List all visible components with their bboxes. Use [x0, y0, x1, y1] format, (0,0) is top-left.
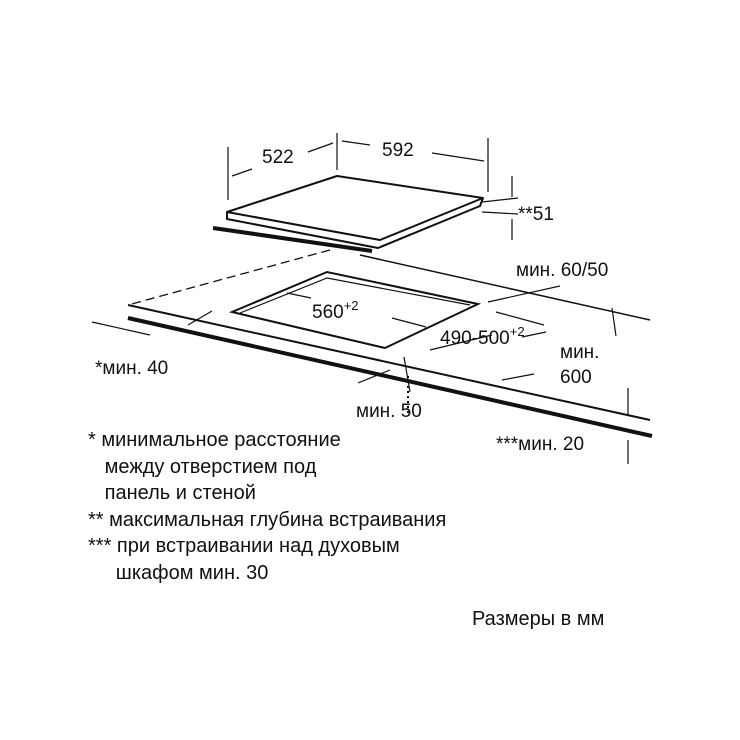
worktop-back-edge	[359, 254, 651, 321]
front-edge-label: мин. 50	[356, 401, 422, 422]
depth-label: 522	[262, 147, 294, 168]
cutout-width-tolerance: +2	[344, 298, 359, 313]
hob-dimensions	[227, 133, 519, 240]
height-label: **51	[518, 204, 554, 225]
footnote-line: *** при встраивании над духовым	[88, 535, 400, 557]
cutout-depth-value: 490-500	[440, 328, 510, 349]
worktop-drawing	[127, 249, 653, 438]
back-clearance-label: мин. 60/50	[516, 260, 608, 281]
footnotes: * минимальное расстояние между отверстие…	[88, 427, 446, 586]
hob-base-edge	[212, 226, 373, 253]
cutout-depth-label: 490-500+2	[440, 324, 525, 349]
worktop-left-dashed-edge	[127, 249, 331, 306]
footnote-line: ** максимальная глубина встраивания	[88, 508, 447, 531]
worktop-front-top-edge	[127, 304, 651, 421]
cutout-inner-edge	[239, 277, 471, 314]
footnote-line: * минимальное расстояние	[88, 429, 341, 451]
hob-drawing	[212, 175, 484, 253]
side-wall-label: *мин. 40	[95, 358, 168, 379]
under-gap-label: ***мин. 20	[496, 434, 584, 455]
cutout-depth-tolerance: +2	[510, 324, 525, 339]
footnote-line: шкафом мин. 30	[88, 561, 269, 584]
front-min-value: 600	[560, 367, 592, 388]
cutout-outline	[228, 270, 482, 350]
hob-thickness-edge	[226, 197, 484, 249]
front-min-label: мин.	[560, 342, 599, 363]
units-label: Размеры в мм	[472, 608, 605, 630]
worktop-dimensions	[91, 285, 629, 464]
footnote-line: панель и стеной	[88, 482, 256, 504]
cutout-width-label: 560+2	[312, 298, 359, 323]
hob-top-outline	[226, 175, 484, 241]
footnote-line: между отверстием под	[88, 455, 317, 478]
cutout-width-value: 560	[312, 302, 344, 323]
width-label: 592	[382, 140, 414, 161]
worktop-front-bottom-edge	[127, 316, 653, 438]
